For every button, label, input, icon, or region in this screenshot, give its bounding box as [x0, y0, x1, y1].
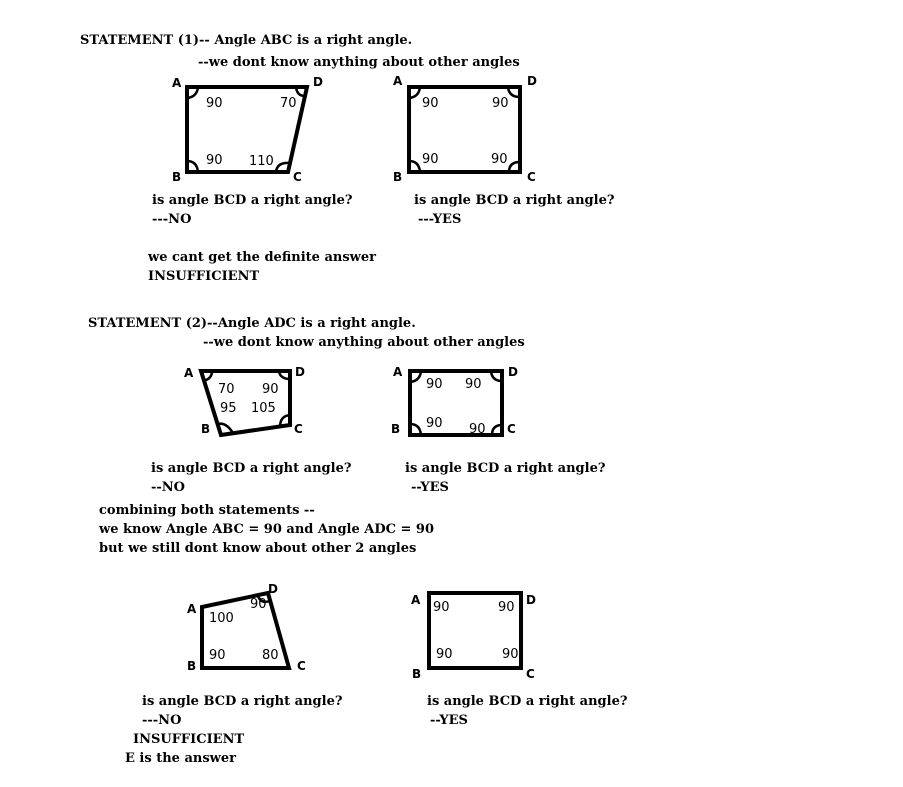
s1-right-angle-c: 90 [491, 152, 508, 167]
statement2-note: --we dont know anything about other angl… [203, 335, 525, 350]
combined-right-angle-c: 90 [502, 647, 519, 662]
statement1-title: STATEMENT (1)-- Angle ABC is a right ang… [80, 33, 413, 48]
s1-right-vertex-c: C [527, 170, 536, 184]
s1-right-vertex-b: B [393, 170, 403, 184]
combined-right-answer: --YES [430, 713, 468, 728]
s2-right-angle-c: 90 [469, 422, 486, 437]
combined-left-answer: ---NO [142, 713, 182, 728]
combined-right-angle-a: 90 [433, 600, 450, 615]
combined-line2: we know Angle ABC = 90 and Angle ADC = 9… [99, 522, 435, 537]
s1-left-angle-mark-a [186, 86, 200, 100]
combined-left-angle-a: 100 [209, 611, 234, 626]
combined-right-angle-b: 90 [436, 647, 453, 662]
s1-verdict: INSUFFICIENT [148, 269, 260, 284]
s2-left-vertex-a: A [184, 366, 194, 380]
combined-right-question: is angle BCD a right angle? [427, 694, 628, 709]
combined-left-question: is angle BCD a right angle? [142, 694, 343, 709]
s2-right-rectangle [408, 369, 504, 437]
s2-right-angle-b: 90 [426, 416, 443, 431]
s1-left-angle-c: 110 [249, 154, 274, 169]
s1-right-angle-mark-c [507, 160, 521, 173]
s2-right-angle-mark-c [490, 423, 503, 436]
s2-right-answer: --YES [411, 480, 449, 495]
combined-left-angle-d: 90 [250, 597, 267, 612]
s1-right-vertex-d: D [527, 74, 537, 88]
s1-left-angle-b: 90 [206, 153, 223, 168]
s1-left-vertex-b: B [172, 170, 182, 184]
combined-right-vertex-d: D [526, 593, 536, 607]
s2-left-angle-mark-d [277, 370, 291, 381]
combined-right-rectangle [427, 591, 523, 670]
s1-right-angle-d: 90 [492, 96, 509, 111]
s2-right-angle-mark-d [489, 370, 503, 383]
s1-left-vertex-a: A [172, 76, 182, 90]
combined-line3: but we still dont know about other 2 ang… [99, 541, 417, 556]
combined-verdict: INSUFFICIENT [133, 732, 245, 747]
s2-left-question: is angle BCD a right angle? [151, 461, 352, 476]
statement1-note: --we dont know anything about other angl… [198, 55, 520, 70]
s2-right-angle-mark-b [409, 422, 423, 436]
s1-left-vertex-d: D [313, 75, 323, 89]
s1-right-angle-mark-a [408, 86, 422, 100]
s2-left-vertex-b: B [201, 422, 211, 436]
s2-left-angle-a: 70 [218, 382, 235, 397]
s2-left-angle-mark-c [278, 413, 291, 428]
s2-left-angle-mark-b [217, 422, 235, 434]
s1-left-angle-mark-c [274, 161, 291, 173]
s1-left-angle-mark-d [294, 86, 306, 98]
s1-left-vertex-c: C [293, 170, 302, 184]
s1-left-quadrilateral [185, 85, 310, 174]
s1-left-angle-mark-b [186, 159, 200, 173]
combined-left-vertex-b: B [187, 659, 197, 673]
s1-right-angle-a: 90 [422, 96, 439, 111]
s2-right-vertex-b: B [391, 422, 401, 436]
s2-right-vertex-a: A [393, 365, 403, 379]
s2-left-angle-b: 95 [220, 401, 237, 416]
s2-left-angle-c: 105 [251, 401, 276, 416]
s2-left-quadrilateral [198, 369, 292, 438]
s1-conclusion: we cant get the definite answer [148, 250, 376, 265]
s2-left-vertex-c: C [294, 422, 303, 436]
s1-right-question: is angle BCD a right angle? [414, 193, 615, 208]
s2-right-angle-a: 90 [426, 377, 443, 392]
combined-left-quadrilateral [200, 590, 292, 670]
s1-left-question: is angle BCD a right angle? [152, 193, 353, 208]
s2-right-vertex-d: D [508, 365, 518, 379]
s2-right-angle-mark-a [409, 370, 423, 384]
combined-right-vertex-c: C [526, 667, 535, 681]
combined-left-vertex-a: A [187, 602, 197, 616]
combined-line1: combining both statements -- [99, 503, 315, 518]
combined-left-angle-b: 90 [209, 648, 226, 663]
combined-right-vertex-b: B [412, 667, 422, 681]
s1-left-angle-d: 70 [280, 96, 297, 111]
s1-right-rectangle [407, 85, 522, 174]
statement2-title: STATEMENT (2)--Angle ADC is a right angl… [88, 316, 416, 331]
s1-right-answer: ---YES [418, 212, 462, 227]
s2-right-question: is angle BCD a right angle? [405, 461, 606, 476]
combined-right-angle-d: 90 [498, 600, 515, 615]
s1-right-angle-b: 90 [422, 152, 439, 167]
s2-right-angle-d: 90 [465, 377, 482, 392]
s1-right-angle-mark-b [408, 159, 422, 173]
s2-left-vertex-d: D [295, 365, 305, 379]
combined-left-angle-c: 80 [262, 648, 279, 663]
s1-left-answer: ---NO [152, 212, 192, 227]
s1-right-angle-mark-d [506, 86, 521, 99]
combined-left-vertex-c: C [297, 659, 306, 673]
combined-left-angle-mark-d [256, 595, 271, 604]
s1-left-angle-a: 90 [206, 96, 223, 111]
s2-left-answer: --NO [151, 480, 185, 495]
s2-left-angle-mark-a [202, 370, 214, 383]
combined-final-answer: E is the answer [125, 751, 236, 766]
s2-right-vertex-c: C [507, 422, 516, 436]
s2-left-angle-d: 90 [262, 382, 279, 397]
combined-left-vertex-d: D [268, 582, 278, 596]
combined-right-vertex-a: A [411, 593, 421, 607]
s1-right-vertex-a: A [393, 74, 403, 88]
